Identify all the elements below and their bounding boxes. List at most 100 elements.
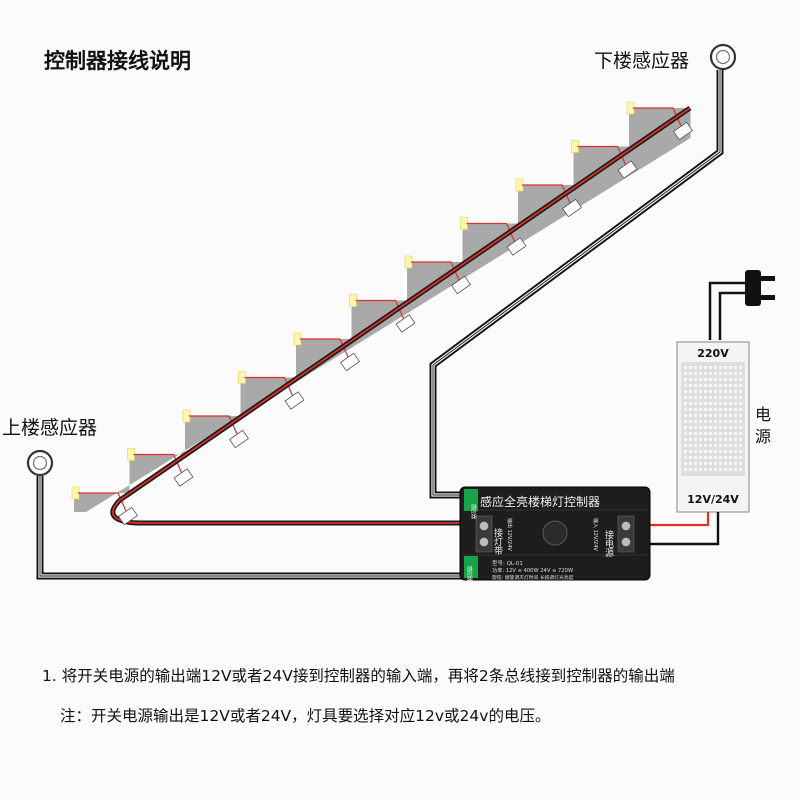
grill-hole [734, 450, 737, 453]
led-light [515, 178, 524, 192]
grill-hole [704, 432, 707, 435]
grill-hole [729, 462, 732, 465]
knob-text: 旋钮: 顺旋调灭灯时间 长按调灯光亮度 [492, 574, 574, 581]
grill-hole [709, 372, 712, 375]
grill-hole [689, 408, 692, 411]
input-label: 接电源 [603, 529, 614, 558]
grill-hole [734, 426, 737, 429]
grill-hole [739, 468, 742, 471]
grill-hole [719, 396, 722, 399]
grill-hole [734, 408, 737, 411]
grill-hole [714, 390, 717, 393]
grill-hole [709, 408, 712, 411]
grill-hole [704, 450, 707, 453]
grill-hole [694, 450, 697, 453]
grill-hole [734, 384, 737, 387]
grill-hole [684, 378, 687, 381]
grill-hole [684, 468, 687, 471]
grill-hole [694, 456, 697, 459]
grill-hole [734, 456, 737, 459]
grill-hole [699, 456, 702, 459]
adjust-knob [542, 520, 568, 546]
grill-hole [719, 402, 722, 405]
grill-hole [724, 378, 727, 381]
wire-connector [451, 275, 471, 295]
grill-hole [714, 462, 717, 465]
grill-hole [724, 372, 727, 375]
sensor-terminal-bottom [464, 556, 478, 578]
grill-hole [724, 456, 727, 459]
upstairs-sensor-cable [36, 476, 472, 580]
grill-hole [734, 444, 737, 447]
grill-hole [699, 414, 702, 417]
grill-hole [724, 450, 727, 453]
grill-hole [689, 378, 692, 381]
led-strip-wire [244, 376, 294, 396]
led-strip-wire [300, 338, 349, 358]
grill-hole [684, 462, 687, 465]
grill-hole [709, 456, 712, 459]
grill-hole [694, 426, 697, 429]
grill-hole [739, 462, 742, 465]
grill-hole [739, 414, 742, 417]
led-strip-wire [133, 453, 183, 473]
grill-hole [719, 462, 722, 465]
grill-hole [734, 468, 737, 471]
grill-hole [709, 414, 712, 417]
led-light [127, 448, 135, 461]
downstairs-sensor-label: 下楼感应器 [594, 50, 690, 72]
grill-hole [709, 420, 712, 423]
led-strip-wire [466, 222, 516, 242]
grill-hole [739, 438, 742, 441]
controller-name: 感应全亮楼梯灯控制器 [480, 494, 600, 509]
grill-hole [729, 408, 732, 411]
grill-hole [739, 372, 742, 375]
sensor-terminal-top [464, 489, 478, 511]
grill-hole [714, 456, 717, 459]
grill-hole [739, 432, 742, 435]
upstairs-sensor-label: 上楼感应器 [2, 417, 98, 439]
grill-hole [729, 390, 732, 393]
grill-hole [709, 402, 712, 405]
grill-hole [714, 372, 717, 375]
grill-hole [689, 372, 692, 375]
led-light [571, 140, 579, 153]
grill-hole [739, 390, 742, 393]
grill-hole [689, 426, 692, 429]
led-light [293, 332, 302, 346]
instruction-note-2: 注：开关电源输出是12V或者24V，灯具要选择对应12v或24v的电压。 [60, 707, 551, 725]
grill-hole [724, 438, 727, 441]
grill-hole [684, 426, 687, 429]
page-title: 控制器接线说明 [44, 49, 191, 73]
grill-hole [709, 384, 712, 387]
grill-hole [709, 462, 712, 465]
grill-hole [719, 384, 722, 387]
grill-hole [709, 390, 712, 393]
grill-hole [724, 396, 727, 399]
grill-hole [699, 444, 702, 447]
grill-hole [724, 402, 727, 405]
grill-hole [704, 366, 707, 369]
led-strip-wire [577, 145, 627, 165]
grill-hole [709, 366, 712, 369]
grill-hole [729, 432, 732, 435]
grill-hole [739, 420, 742, 423]
grill-hole [734, 420, 737, 423]
grill-hole [714, 414, 717, 417]
grill-hole [734, 366, 737, 369]
port-label-top: 感应器 [470, 504, 477, 519]
grill-hole [729, 378, 732, 381]
grill-hole [734, 396, 737, 399]
grill-hole [684, 414, 687, 417]
grill-hole [724, 414, 727, 417]
grill-hole [719, 444, 722, 447]
grill-hole [719, 432, 722, 435]
grill-hole [729, 468, 732, 471]
grill-hole [689, 396, 692, 399]
grill-hole [689, 468, 692, 471]
grill-hole [714, 444, 717, 447]
grill-hole [734, 378, 737, 381]
grill-hole [694, 414, 697, 417]
grill-hole [719, 378, 722, 381]
wire-connector [118, 506, 138, 526]
